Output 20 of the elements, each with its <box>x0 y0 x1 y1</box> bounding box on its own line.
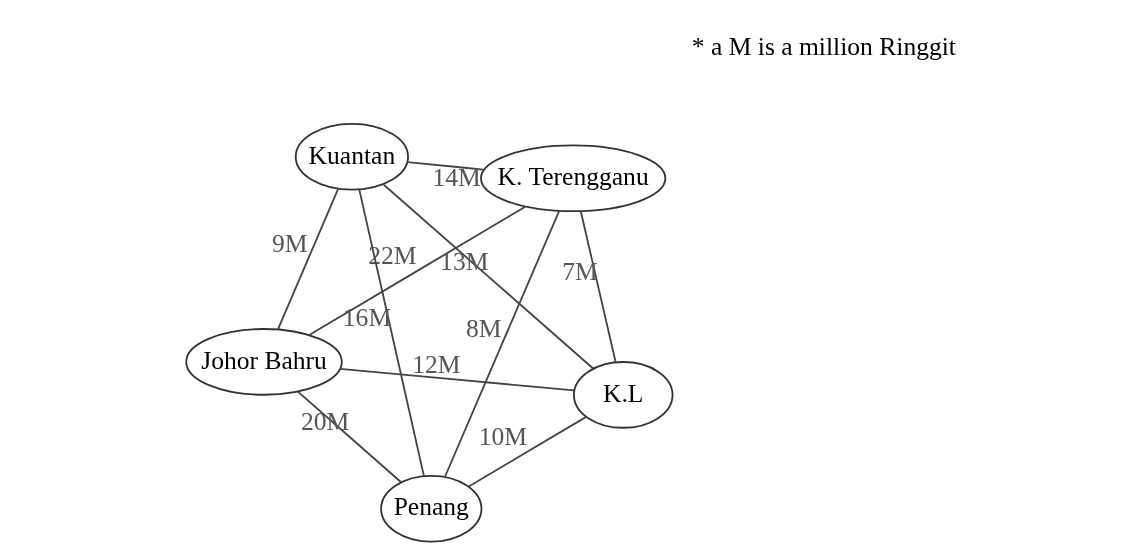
node-ellipse: K.L <box>572 361 673 429</box>
edge-label: 8M <box>465 314 501 344</box>
edge-label: 12M <box>411 350 461 380</box>
node-ellipse: Johor Bahru <box>184 328 343 396</box>
connector <box>338 367 575 392</box>
edge-label: 9M <box>271 229 307 259</box>
connector <box>357 189 425 477</box>
edge-label: 14M <box>431 163 481 193</box>
connector <box>405 161 484 171</box>
connector <box>443 209 560 478</box>
connector <box>276 188 339 331</box>
connector <box>308 205 526 336</box>
label: * a M is a million Ringgit <box>691 32 956 62</box>
connector <box>467 415 587 488</box>
node-ellipse: Penang <box>379 474 482 543</box>
connector <box>382 183 594 370</box>
connector <box>296 390 402 483</box>
node-ellipse: K. Terengganu <box>479 144 666 213</box>
node-ellipse: Kuantan <box>294 123 409 191</box>
edge-label: 10M <box>478 421 527 451</box>
